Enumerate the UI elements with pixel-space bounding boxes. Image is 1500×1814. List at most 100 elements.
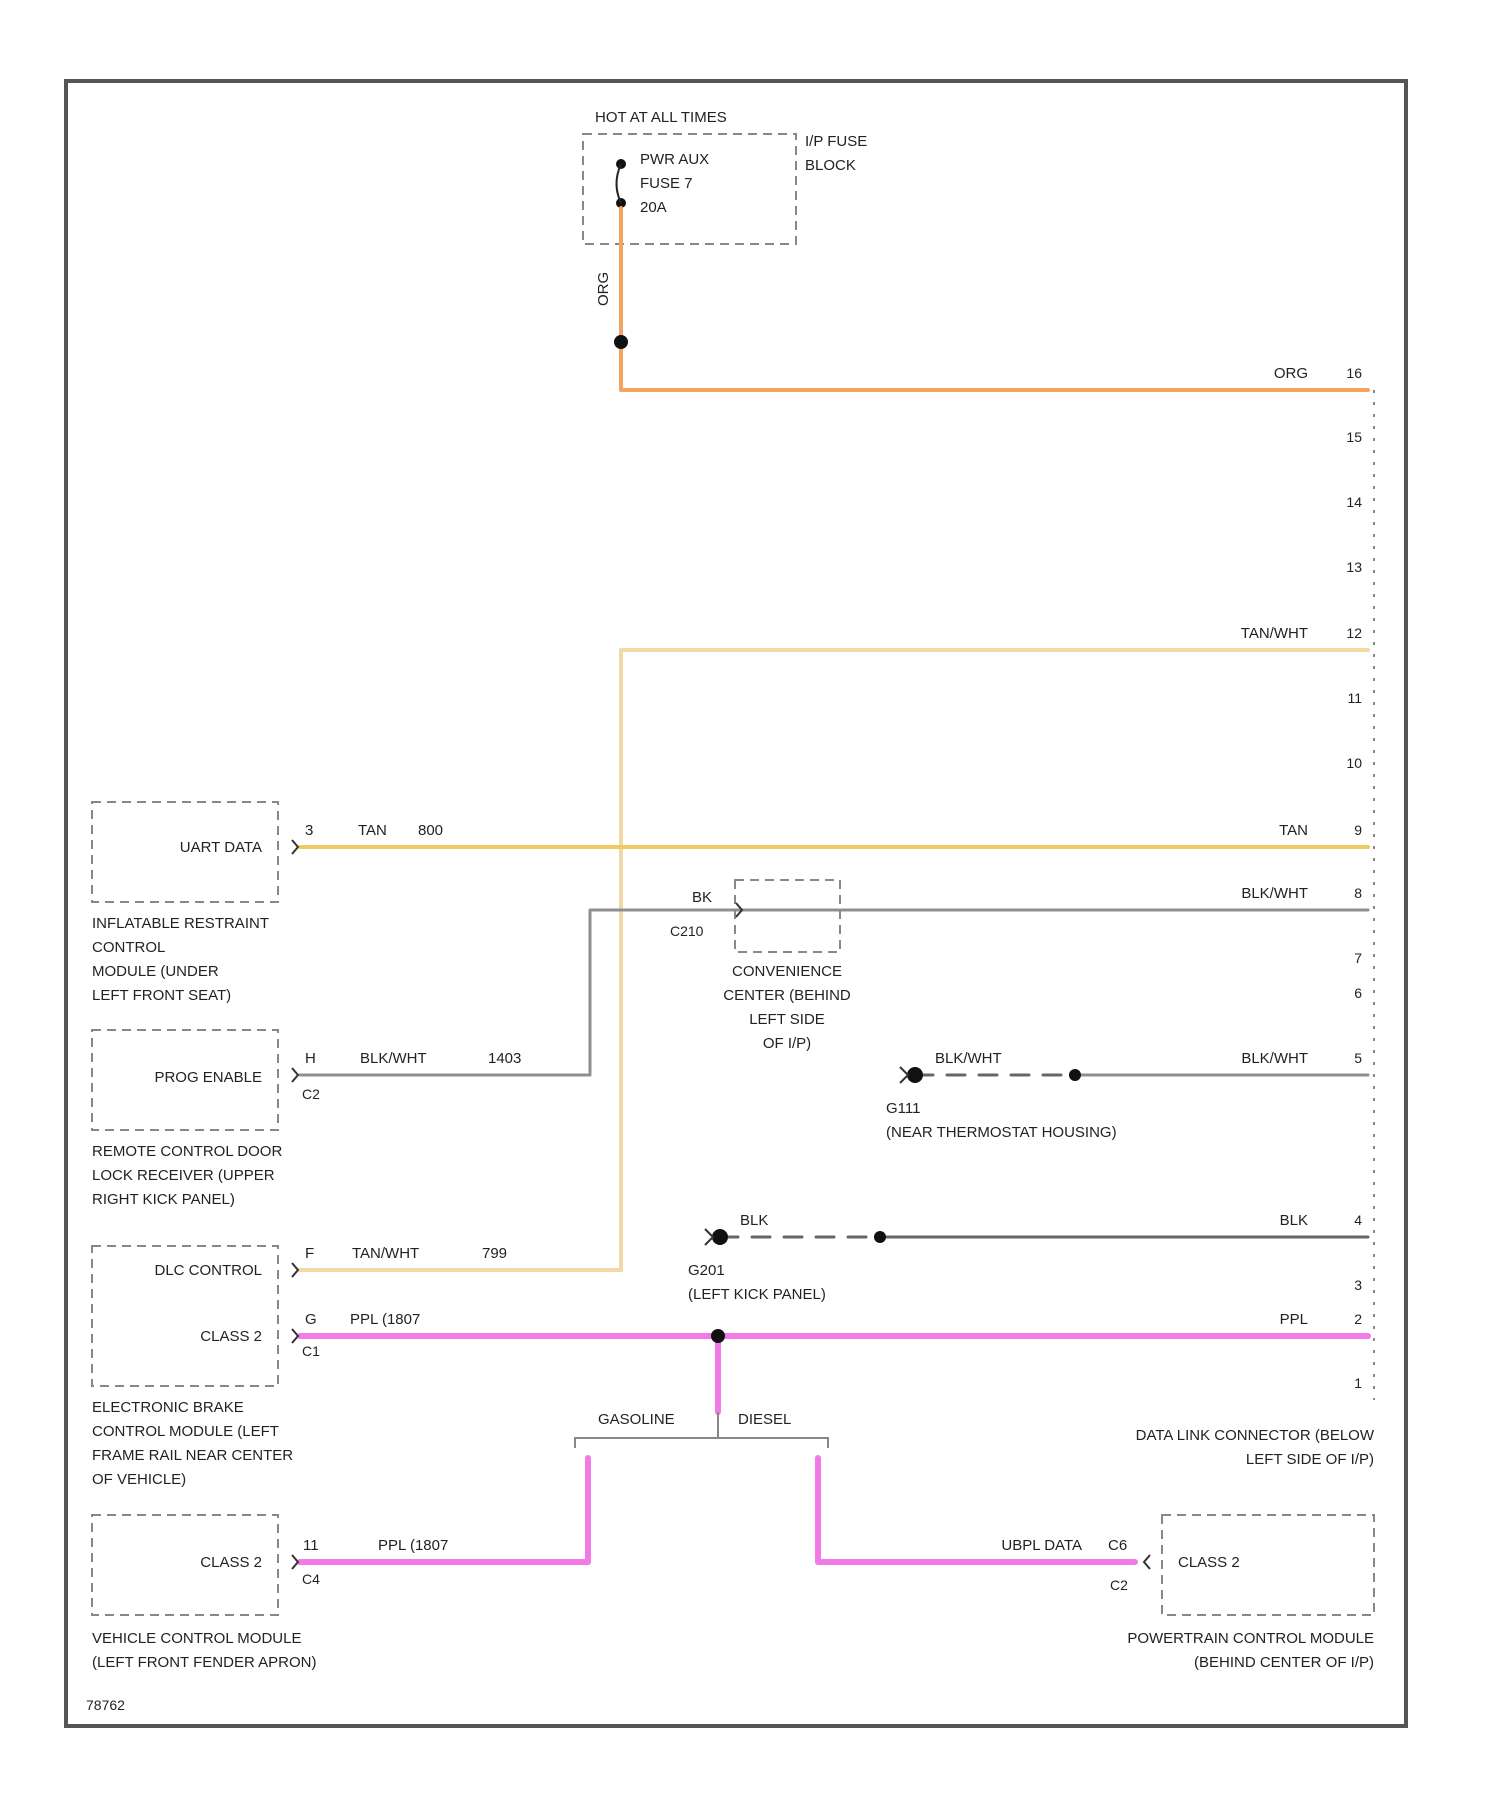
dlc-pin-8: 8 (1354, 885, 1362, 901)
figure-code: 78762 (86, 1697, 125, 1713)
dlc-pin-13: 13 (1346, 559, 1362, 575)
wire-ppl-diesel-pcm (818, 1458, 1135, 1562)
irc-pin: 3 (305, 822, 313, 839)
fuse-block: HOT AT ALL TIMES PWR AUX FUSE 7 20A I/P … (583, 109, 867, 306)
fuse-line-3: 20A (640, 199, 667, 216)
rcdlr-label-1: REMOTE CONTROL DOOR (92, 1143, 282, 1160)
dlc-pin-14: 14 (1346, 494, 1362, 510)
powertrain-control-module: CLASS 2 C6 C2 UBPL DATA POWERTRAIN CONTR… (1001, 1515, 1374, 1671)
dlc-pin-1: 1 (1354, 1375, 1362, 1391)
pcm-terminal (1144, 1555, 1150, 1569)
ebcm-terminal-1 (292, 1263, 298, 1277)
ebcm-row2-pin: G (305, 1311, 317, 1328)
irc-label-3: MODULE (UNDER (92, 963, 219, 980)
fuse-wire-label: ORG (595, 272, 612, 306)
convenience-center: BK C210 CONVENIENCE CENTER (BEHIND LEFT … (670, 880, 851, 1052)
g111-wire-color: BLK/WHT (935, 1050, 1002, 1067)
pin8-wire-color: BLK/WHT (1241, 885, 1308, 902)
fuse-header: HOT AT ALL TIMES (595, 109, 727, 126)
splice-org (614, 335, 628, 349)
ebcm-connector: C1 (302, 1343, 320, 1359)
ebcm-row1-pin: F (305, 1245, 314, 1262)
irc-label-2: CONTROL (92, 939, 165, 956)
ebcm-row1-label: DLC CONTROL (154, 1262, 262, 1279)
vcm-wire: PPL (1807 (378, 1537, 448, 1554)
g201-location: (LEFT KICK PANEL) (688, 1286, 826, 1303)
fuse-block-label-1: I/P FUSE (805, 133, 867, 150)
dlc-pin-4: 4 (1354, 1212, 1362, 1228)
gas-diesel-branch: GASOLINE DIESEL (575, 1411, 828, 1448)
dlc-pin-11: 11 (1347, 690, 1362, 706)
g111-terminal (900, 1067, 908, 1083)
fuse-line-1: PWR AUX (640, 151, 709, 168)
wire-tanwht-pin12 (300, 650, 1368, 1270)
conv-label-1: CONVENIENCE (732, 963, 842, 980)
wire-org-pin16 (621, 208, 1368, 390)
branch-diesel: DIESEL (738, 1411, 791, 1428)
rcdlr-connector: C2 (302, 1086, 320, 1102)
pin2-wire-color: PPL (1280, 1311, 1308, 1328)
fuse-element (617, 164, 622, 203)
ground-g201: BLK G201 (LEFT KICK PANEL) (688, 1212, 886, 1303)
pin16-wire-color: ORG (1274, 365, 1308, 382)
rcdlr-box-label: PROG ENABLE (154, 1069, 262, 1086)
pcm-label-2: (BEHIND CENTER OF I/P) (1194, 1654, 1374, 1671)
remote-door-lock-receiver: PROG ENABLE H C2 BLK/WHT 1403 REMOTE CON… (92, 1030, 521, 1208)
rcdlr-wire-color: BLK/WHT (360, 1050, 427, 1067)
ebcm-row1-circuit: 799 (482, 1245, 507, 1262)
dlc-pin-7: 7 (1354, 950, 1362, 966)
g111-location: (NEAR THERMOSTAT HOUSING) (886, 1124, 1117, 1141)
conv-box (735, 880, 840, 952)
vcm-connector: C4 (302, 1571, 320, 1587)
g201-id: G201 (688, 1262, 725, 1279)
ebcm-label-3: FRAME RAIL NEAR CENTER (92, 1447, 293, 1464)
g201-terminal (705, 1229, 713, 1245)
fuse-block-label-2: BLOCK (805, 157, 856, 174)
vehicle-control-module: CLASS 2 11 C4 PPL (1807 VEHICLE CONTROL … (92, 1515, 448, 1671)
vcm-label-2: (LEFT FRONT FENDER APRON) (92, 1654, 316, 1671)
rcdlr-circuit: 1403 (488, 1050, 521, 1067)
ebcm-terminal-2 (292, 1329, 298, 1343)
pin12-wire-color: TAN/WHT (1241, 625, 1308, 642)
branch-bracket (575, 1438, 828, 1448)
splice-ppl (711, 1329, 725, 1343)
irc-terminal (292, 840, 298, 854)
irc-circuit: 800 (418, 822, 443, 839)
pin4-wire-color: BLK (1280, 1212, 1308, 1229)
ebcm-label-1: ELECTRONIC BRAKE (92, 1399, 244, 1416)
dlc-pin-16: 16 (1346, 365, 1362, 381)
ground-g111: BLK/WHT G111 (NEAR THERMOSTAT HOUSING) (886, 1050, 1117, 1141)
rcdlr-label-3: RIGHT KICK PANEL) (92, 1191, 235, 1208)
ebcm-label-2: CONTROL MODULE (LEFT (92, 1423, 279, 1440)
conv-label-2: CENTER (BEHIND (723, 987, 851, 1004)
ebcm-row2-label: CLASS 2 (200, 1328, 262, 1345)
dlc-pin-9: 9 (1354, 822, 1362, 838)
ebcm-row2-wire: PPL (1807 (350, 1311, 420, 1328)
pin5-wire-color: BLK/WHT (1241, 1050, 1308, 1067)
dlc-pin-6: 6 (1354, 985, 1362, 1001)
conv-label-4: OF I/P) (763, 1035, 811, 1052)
conv-label-3: LEFT SIDE (749, 1011, 825, 1028)
pcm-connector: C2 (1110, 1577, 1128, 1593)
dlc-pin-15: 15 (1346, 429, 1362, 445)
pcm-box-label: CLASS 2 (1178, 1554, 1240, 1571)
inflatable-restraint-module: UART DATA 3 TAN 800 INFLATABLE RESTRAINT… (92, 802, 443, 1004)
pcm-pin: C6 (1108, 1537, 1127, 1554)
pcm-wire: UBPL DATA (1001, 1537, 1082, 1554)
dlc-label-1: DATA LINK CONNECTOR (BELOW (1136, 1427, 1375, 1444)
irc-label-4: LEFT FRONT SEAT) (92, 987, 231, 1004)
fuse-line-2: FUSE 7 (640, 175, 693, 192)
pin9-wire-color: TAN (1279, 822, 1308, 839)
dlc-label-2: LEFT SIDE OF I/P) (1246, 1451, 1374, 1468)
g201-wire-color: BLK (740, 1212, 768, 1229)
vcm-pin: 11 (303, 1537, 319, 1554)
irc-box-label: UART DATA (180, 839, 262, 856)
dlc-pin-3: 3 (1354, 1277, 1362, 1293)
vcm-label-1: VEHICLE CONTROL MODULE (92, 1630, 301, 1647)
vcm-box-label: CLASS 2 (200, 1554, 262, 1571)
irc-label-1: INFLATABLE RESTRAINT (92, 915, 269, 932)
vcm-terminal (292, 1555, 298, 1569)
dlc-pin-10: 10 (1346, 755, 1362, 771)
